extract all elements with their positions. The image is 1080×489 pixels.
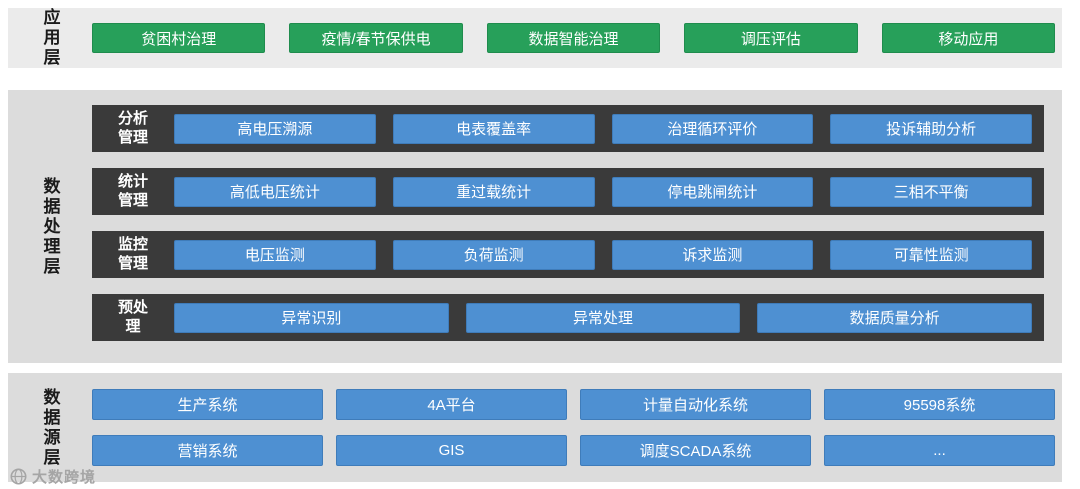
source-node: 4A平台 (336, 389, 567, 420)
source-node: 生产系统 (92, 389, 323, 420)
processing-row-monitoring: 监控管理 电压监测 负荷监测 诉求监测 可靠性监测 (92, 231, 1044, 278)
row-items: 电压监测 负荷监测 诉求监测 可靠性监测 (174, 239, 1044, 270)
processing-node: 电表覆盖率 (392, 113, 595, 144)
processing-layer-label: 数据处理层 (40, 176, 60, 277)
row-items: 高低电压统计 重过载统计 停电跳闸统计 三相不平衡 (174, 176, 1044, 207)
processing-node: 异常处理 (465, 302, 741, 333)
processing-layer-label-col: 数据处理层 (8, 90, 92, 363)
processing-node: 数据质量分析 (757, 302, 1033, 333)
application-node: 贫困村治理 (92, 23, 266, 53)
source-node: 调度SCADA系统 (580, 435, 811, 466)
processing-node: 重过载统计 (392, 176, 595, 207)
processing-node: 负荷监测 (392, 239, 595, 270)
processing-node: 诉求监测 (611, 239, 814, 270)
row-items: 高电压溯源 电表覆盖率 治理循环评价 投诉辅助分析 (174, 113, 1044, 144)
processing-row-preprocess: 预处理 异常识别 异常处理 数据质量分析 (92, 294, 1044, 341)
row-label: 统计管理 (117, 172, 148, 209)
source-layer-label-col: 数据源层 (8, 373, 92, 482)
source-node: 95598系统 (824, 389, 1055, 420)
processing-node: 治理循环评价 (611, 113, 814, 144)
source-rows: 生产系统 4A平台 计量自动化系统 95598系统 营销系统 GIS 调度SCA… (92, 373, 1062, 482)
application-layer: 应用层 贫困村治理 疫情/春节保供电 数据智能治理 调压评估 移动应用 (8, 8, 1062, 68)
source-node: 营销系统 (92, 435, 323, 466)
row-items: 异常识别 异常处理 数据质量分析 (174, 302, 1044, 333)
processing-node: 高电压溯源 (174, 113, 376, 144)
source-node: ... (824, 435, 1055, 466)
processing-node: 可靠性监测 (830, 239, 1032, 270)
processing-node: 投诉辅助分析 (830, 113, 1032, 144)
application-layer-label-col: 应用层 (8, 8, 92, 68)
watermark-text: 大数跨境 (32, 469, 97, 486)
processing-node: 三相不平衡 (830, 176, 1032, 207)
row-label-col: 监控管理 (92, 236, 174, 274)
source-row: 生产系统 4A平台 计量自动化系统 95598系统 (92, 389, 1055, 420)
application-node: 调压评估 (684, 23, 858, 53)
row-label-col: 分析管理 (92, 110, 174, 148)
application-layer-label: 应用层 (40, 8, 60, 68)
processing-row-analysis: 分析管理 高电压溯源 电表覆盖率 治理循环评价 投诉辅助分析 (92, 105, 1044, 152)
application-node: 疫情/春节保供电 (289, 23, 463, 53)
source-node: 计量自动化系统 (580, 389, 811, 420)
processing-node: 异常识别 (174, 302, 449, 333)
row-label-col: 统计管理 (92, 173, 174, 211)
source-row: 营销系统 GIS 调度SCADA系统 ... (92, 435, 1055, 466)
application-node: 数据智能治理 (486, 23, 661, 53)
row-label-col: 预处理 (92, 299, 174, 337)
processing-node: 高低电压统计 (174, 176, 376, 207)
application-items: 贫困村治理 疫情/春节保供电 数据智能治理 调压评估 移动应用 (92, 8, 1062, 68)
processing-rows: 分析管理 高电压溯源 电表覆盖率 治理循环评价 投诉辅助分析 统计管理 高低电压… (92, 90, 1062, 363)
row-label: 预处理 (117, 298, 148, 335)
globe-logo-icon (10, 468, 27, 485)
source-node: GIS (336, 435, 567, 466)
processing-node: 电压监测 (174, 239, 376, 270)
processing-node: 停电跳闸统计 (611, 176, 814, 207)
processing-layer: 数据处理层 分析管理 高电压溯源 电表覆盖率 治理循环评价 投诉辅助分析 统计管… (8, 90, 1062, 363)
processing-row-statistics: 统计管理 高低电压统计 重过载统计 停电跳闸统计 三相不平衡 (92, 168, 1044, 215)
row-label: 分析管理 (117, 109, 148, 146)
watermark: 大数跨境 (10, 466, 96, 487)
source-layer-label: 数据源层 (40, 387, 60, 468)
source-layer: 数据源层 生产系统 4A平台 计量自动化系统 95598系统 营销系统 GIS … (8, 373, 1062, 482)
row-label: 监控管理 (117, 235, 148, 272)
application-node: 移动应用 (881, 23, 1056, 53)
